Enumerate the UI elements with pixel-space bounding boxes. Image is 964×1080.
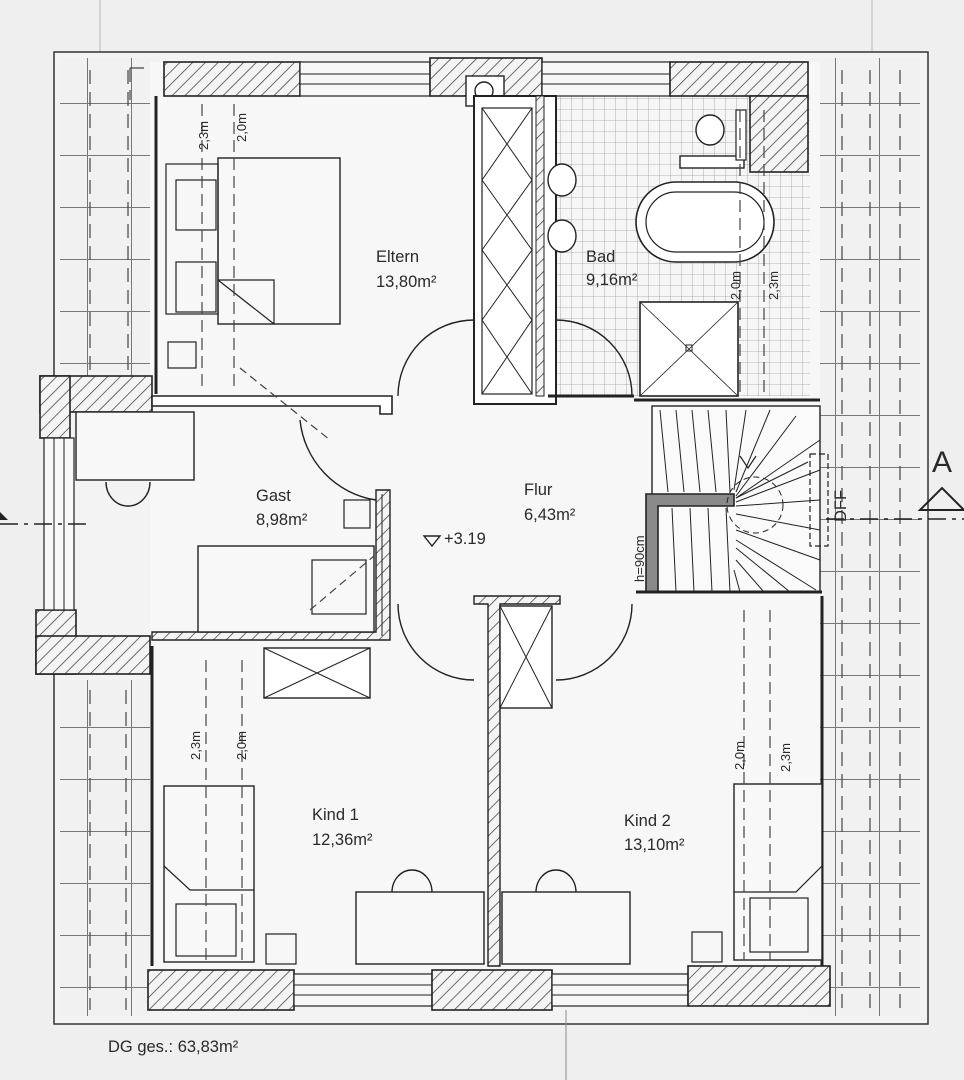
gast-desk <box>75 411 195 481</box>
eltern-height-20: 2,0m <box>234 113 249 142</box>
double-bed <box>217 157 341 325</box>
level-triangle-icon <box>422 535 442 548</box>
flur-area: 6,43m² <box>524 506 576 524</box>
kind1-bed <box>163 785 255 963</box>
door-swings <box>299 319 633 681</box>
flur-name: Flur <box>524 481 553 499</box>
sink-1 <box>547 163 577 197</box>
kind2-desk <box>501 891 631 965</box>
bottom-wall <box>147 965 831 1011</box>
toilet <box>695 114 725 146</box>
eltern-name: Eltern <box>376 248 419 266</box>
roof-window-label: DFF <box>832 490 850 522</box>
gast-room <box>75 411 391 641</box>
rail-height: h=90cm <box>632 535 647 582</box>
bad-name: Bad <box>586 248 615 266</box>
roof-tiles-left-top <box>60 58 160 388</box>
kind2-height-23: 2,3m <box>778 743 793 772</box>
kind2-chair <box>535 869 577 893</box>
gast-bed <box>197 545 375 633</box>
kind1-height-23: 2,3m <box>188 731 203 760</box>
kind2-name: Kind 2 <box>624 812 671 830</box>
kind1-height-20: 2,0m <box>234 731 249 760</box>
kind2-height-20: 2,0m <box>732 741 747 770</box>
gast-area: 8,98m² <box>256 511 308 529</box>
bathtub <box>635 181 775 263</box>
bad-height-20: 2,0m <box>728 271 743 300</box>
bedside-box <box>167 341 197 369</box>
gast-name: Gast <box>256 487 291 505</box>
sink-2 <box>547 219 577 253</box>
roof-tiles-right <box>808 58 920 1016</box>
section-line-right <box>826 486 964 520</box>
section-line-left <box>0 512 90 525</box>
eltern-room <box>151 96 393 441</box>
bad-area: 9,16m² <box>586 271 638 289</box>
toilet-tank <box>679 155 745 169</box>
hall-walls <box>473 595 561 967</box>
roof-tiles-left-bottom <box>60 680 150 1016</box>
kind1-desk <box>355 891 485 965</box>
kind1-area: 12,36m² <box>312 831 373 849</box>
level-mark: +3.19 <box>444 530 486 548</box>
shaft <box>465 75 557 405</box>
top-wall <box>163 57 809 173</box>
eltern-area: 13,80m² <box>376 273 437 291</box>
kind2-area: 13,10m² <box>624 836 685 854</box>
kind1-name: Kind 1 <box>312 806 359 824</box>
kind2-bed <box>733 783 823 961</box>
kind2-room <box>501 596 824 966</box>
kind1-chair <box>391 869 433 893</box>
staircase <box>636 405 829 594</box>
kind1-room <box>150 646 485 966</box>
gast-chair <box>105 481 151 507</box>
nightstand-area <box>165 163 219 315</box>
section-marker: A <box>932 446 952 479</box>
bathroom <box>547 109 820 402</box>
eltern-height-23: 2,3m <box>196 121 211 150</box>
total-area: DG ges.: 63,83m² <box>108 1038 239 1056</box>
bad-height-23: 2,3m <box>766 271 781 300</box>
